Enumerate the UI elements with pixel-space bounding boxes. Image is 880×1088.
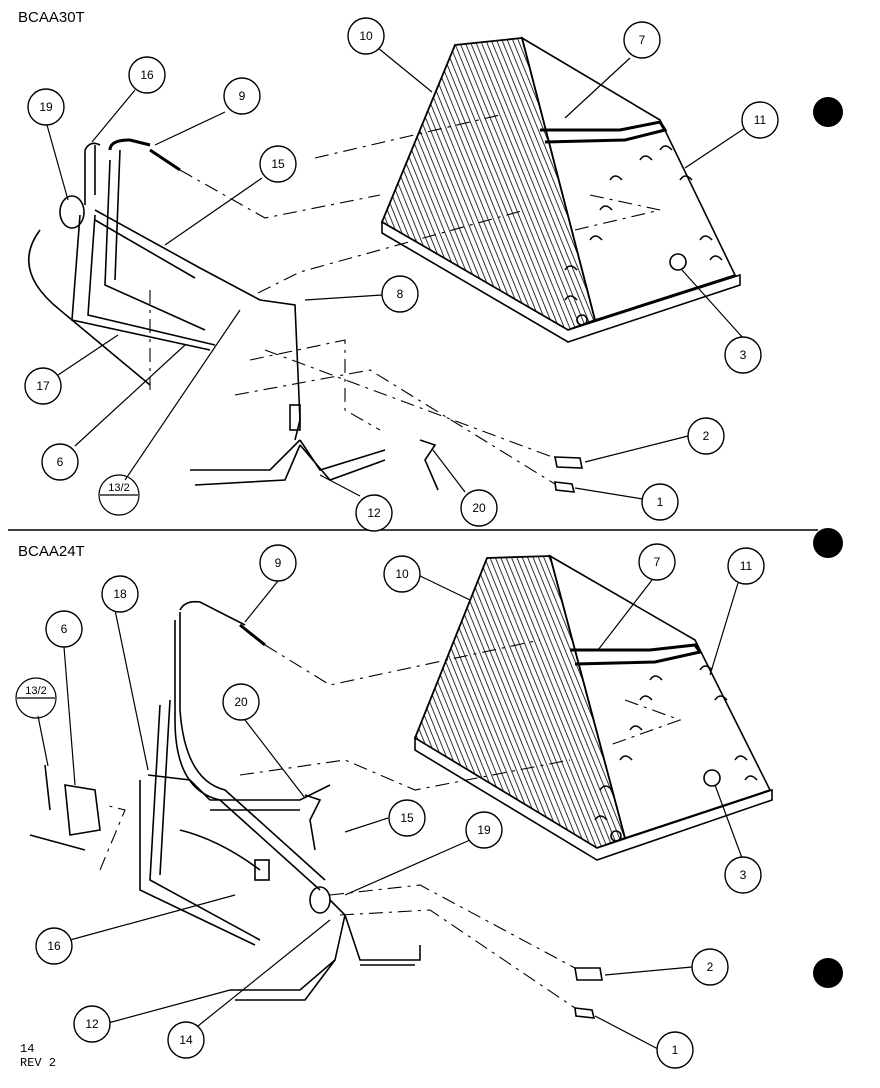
callout-9-bottom: 9 xyxy=(259,544,297,582)
callout-13-over-2-top: 13/2 xyxy=(98,474,140,516)
callout-7-bottom: 7 xyxy=(638,543,676,581)
callout-15-top: 15 xyxy=(259,145,297,183)
callout-6-top: 6 xyxy=(41,443,79,481)
callout-3-top: 3 xyxy=(724,336,762,374)
tubing-bottom xyxy=(29,600,603,1019)
svg-text:13/2: 13/2 xyxy=(108,482,129,494)
binder-hole-bottom xyxy=(813,958,843,988)
callout-10-top: 10 xyxy=(347,17,385,55)
callout-7-top: 7 xyxy=(623,21,661,59)
svg-text:16: 16 xyxy=(47,939,61,953)
model-label-bcaa30t: BCAA30T xyxy=(18,9,85,26)
callout-16-bottom: 16 xyxy=(35,927,73,965)
leaders-top xyxy=(46,47,746,500)
svg-text:20: 20 xyxy=(472,501,486,515)
svg-text:20: 20 xyxy=(234,695,248,709)
svg-text:11: 11 xyxy=(754,113,767,127)
callout-14-bottom: 14 xyxy=(167,1021,205,1059)
callout-2-bottom: 2 xyxy=(691,948,729,986)
svg-text:18: 18 xyxy=(113,587,127,601)
model-label-bcaa24t: BCAA24T xyxy=(18,543,85,560)
svg-text:12: 12 xyxy=(367,506,381,520)
svg-text:12: 12 xyxy=(85,1017,99,1031)
svg-text:7: 7 xyxy=(639,33,646,47)
svg-text:1: 1 xyxy=(657,495,664,509)
svg-text:11: 11 xyxy=(740,559,753,573)
svg-text:3: 3 xyxy=(740,868,747,882)
dashed-guides-top xyxy=(149,114,661,485)
svg-text:1: 1 xyxy=(672,1043,679,1057)
dashed-guides-bottom xyxy=(99,639,682,1009)
callout-11-bottom: 11 xyxy=(727,547,765,585)
svg-text:2: 2 xyxy=(703,429,710,443)
coil-assembly-top xyxy=(380,36,741,343)
svg-text:15: 15 xyxy=(271,157,285,171)
svg-text:16: 16 xyxy=(140,68,154,82)
callout-19-bottom: 19 xyxy=(465,811,503,849)
page-number: 14 xyxy=(20,1042,34,1056)
callout-12-bottom: 12 xyxy=(73,1005,111,1043)
callout-16-top: 16 xyxy=(128,56,166,94)
callout-11-top: 11 xyxy=(741,101,779,139)
svg-text:2: 2 xyxy=(707,960,714,974)
svg-text:3: 3 xyxy=(740,348,747,362)
callout-17-top: 17 xyxy=(24,367,62,405)
svg-text:19: 19 xyxy=(477,823,491,837)
callout-2-top: 2 xyxy=(687,417,725,455)
callout-20-top: 20 xyxy=(460,489,498,527)
leaders-bottom xyxy=(37,574,743,1050)
binder-hole-middle xyxy=(813,528,843,558)
callout-13-over-2-bottom: 13/2 xyxy=(15,677,57,719)
callout-8-top: 8 xyxy=(381,275,419,313)
svg-text:14: 14 xyxy=(179,1033,193,1047)
callout-1-bottom: 1 xyxy=(656,1031,694,1069)
svg-text:10: 10 xyxy=(395,567,409,581)
coil-assembly-bottom xyxy=(413,554,773,861)
svg-text:13/2: 13/2 xyxy=(25,685,46,697)
svg-text:10: 10 xyxy=(359,29,373,43)
binder-hole-top xyxy=(813,97,843,127)
callout-18-bottom: 18 xyxy=(101,575,139,613)
callout-9-top: 9 xyxy=(223,77,261,115)
svg-text:15: 15 xyxy=(400,811,414,825)
callout-12-top: 12 xyxy=(355,494,393,532)
svg-text:8: 8 xyxy=(397,287,404,301)
callout-3-bottom: 3 xyxy=(724,856,762,894)
svg-text:7: 7 xyxy=(654,555,661,569)
callout-15-bottom: 15 xyxy=(388,799,426,837)
svg-text:6: 6 xyxy=(57,455,64,469)
tubing-top xyxy=(27,138,583,493)
svg-text:9: 9 xyxy=(275,556,282,570)
callout-1-top: 1 xyxy=(641,483,679,521)
callout-20-bottom: 20 xyxy=(222,683,260,721)
svg-text:6: 6 xyxy=(61,622,68,636)
callout-10-bottom: 10 xyxy=(383,555,421,593)
revision-label: REV 2 xyxy=(20,1056,56,1070)
callout-19-top: 19 xyxy=(27,88,65,126)
svg-text:9: 9 xyxy=(239,89,246,103)
svg-text:17: 17 xyxy=(36,379,50,393)
callout-6-bottom: 6 xyxy=(45,610,83,648)
svg-text:19: 19 xyxy=(39,100,53,114)
